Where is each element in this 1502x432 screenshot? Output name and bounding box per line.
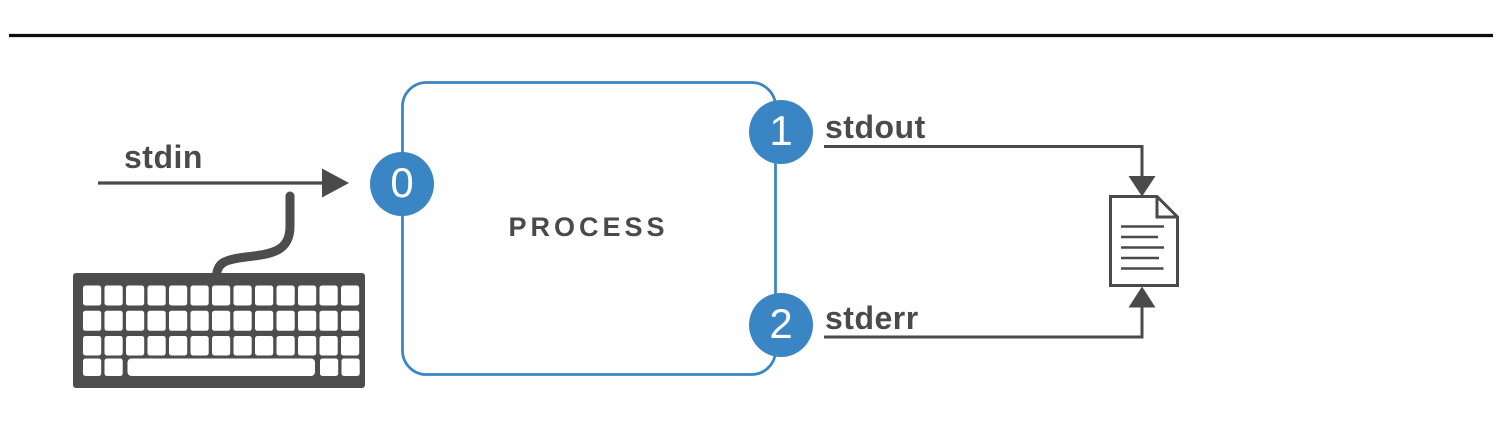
process-box — [401, 81, 777, 376]
keyboard-cable — [212, 191, 295, 283]
stderr-arrowhead — [1128, 286, 1156, 308]
process-label: PROCESS — [508, 212, 669, 242]
fd-number-stderr: 2 — [769, 300, 793, 347]
fd-number-stdout: 1 — [769, 107, 793, 154]
stdout-arrowhead — [1128, 176, 1156, 197]
fd-badge-stderr: 2 — [749, 293, 813, 357]
fd-number-stdin: 0 — [390, 159, 414, 206]
fd-badge-stdout: 1 — [749, 100, 813, 164]
stdout-connector — [824, 145, 1156, 197]
stderr-label: stderr — [825, 300, 919, 336]
keyboard-icon — [73, 273, 365, 388]
stdout-label: stdout — [825, 109, 926, 145]
file-icon — [1109, 195, 1179, 287]
stdin-label: stdin — [124, 139, 203, 175]
stderr-connector — [824, 286, 1156, 339]
stdin-arrow — [98, 168, 349, 198]
fd-badge-stdin: 0 — [370, 152, 434, 216]
stdin-arrowhead — [322, 168, 349, 198]
